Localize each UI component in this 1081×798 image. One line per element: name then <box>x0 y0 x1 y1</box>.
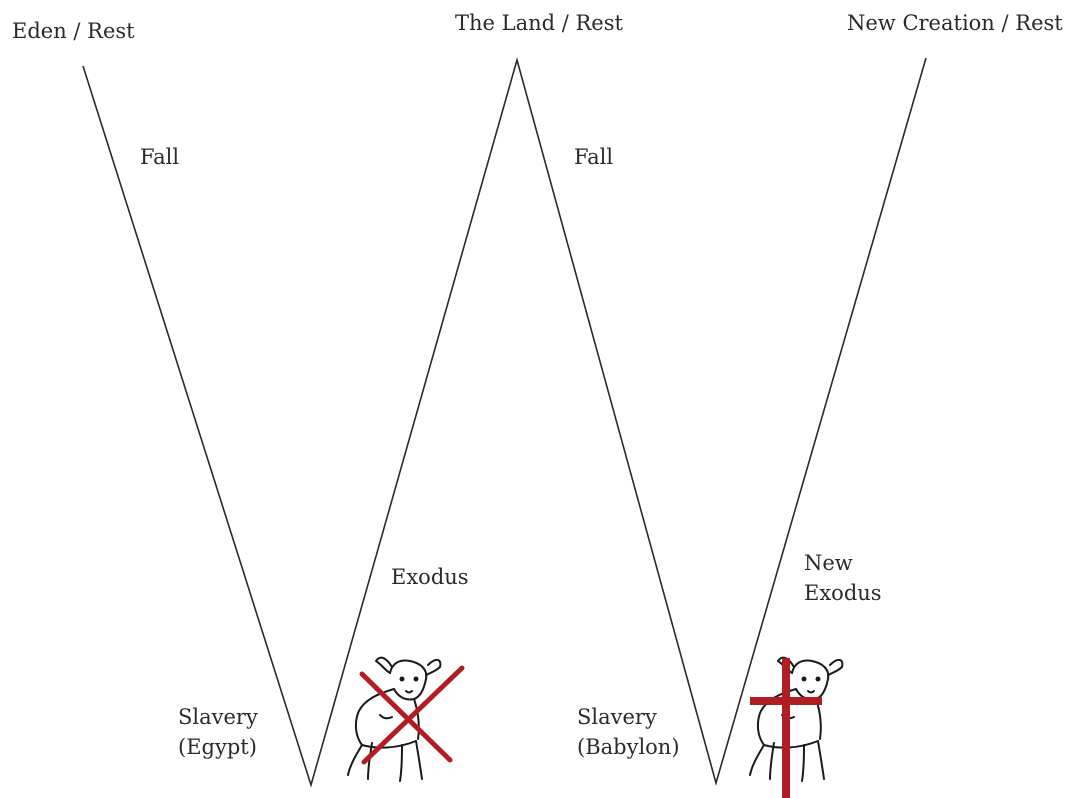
peak-label-land: The Land / Rest <box>455 8 623 38</box>
valley-label-babylon-line-1: Slavery <box>577 702 680 732</box>
fall-label-1: Fall <box>140 142 179 172</box>
peak-label-eden: Eden / Rest <box>12 16 135 46</box>
valley-label-babylon-line-2: (Babylon) <box>577 732 680 762</box>
fall-label-2: Fall <box>574 142 613 172</box>
cross-icon <box>750 658 822 798</box>
valley-label-egypt: Slavery (Egypt) <box>178 702 258 763</box>
narrative-path-line <box>83 58 926 785</box>
peak-label-new-creation: New Creation / Rest <box>847 8 1063 38</box>
ascent-label-new-exodus-line-2: Exodus <box>804 578 882 608</box>
valley-label-egypt-line-1: Slavery <box>178 702 258 732</box>
lamb-icon <box>750 658 842 781</box>
x-cross-mark-icon <box>362 668 462 762</box>
valley-label-babylon: Slavery (Babylon) <box>577 702 680 763</box>
ascent-label-new-exodus: New Exodus <box>804 548 882 609</box>
ascent-label-new-exodus-line-1: New <box>804 548 882 578</box>
valley-label-egypt-line-2: (Egypt) <box>178 732 258 762</box>
ascent-label-exodus: Exodus <box>391 562 469 592</box>
